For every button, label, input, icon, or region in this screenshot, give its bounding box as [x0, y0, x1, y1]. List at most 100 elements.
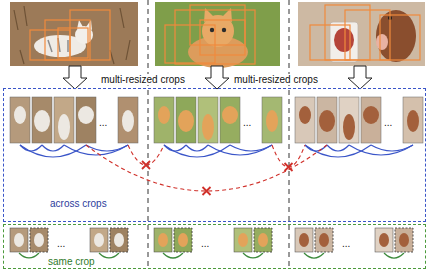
- crop-subject: [407, 110, 419, 132]
- divider-line: [289, 0, 290, 270]
- same-crop-arc: [304, 253, 324, 258]
- cross-mark: [142, 161, 150, 169]
- crop-box: [165, 25, 215, 63]
- crop-subject: [319, 110, 335, 132]
- ellipsis: ...: [200, 233, 210, 251]
- across-crop-arc: [20, 145, 42, 151]
- cup: [330, 22, 358, 62]
- crop-subject: [94, 233, 104, 247]
- squirrel-paw: [376, 34, 388, 50]
- crop-image: [32, 97, 52, 143]
- kitten-eye: [210, 28, 214, 32]
- ellipsis: ...: [98, 112, 108, 130]
- crop-image: [317, 97, 337, 143]
- region-label: across crops: [48, 198, 109, 209]
- ellipsis: ...: [56, 233, 66, 251]
- crop-row: [10, 97, 423, 143]
- step-label: multi-resized crops: [233, 74, 319, 85]
- across-crop-arc: [230, 145, 272, 151]
- crop-box: [345, 10, 390, 60]
- crop-image: [118, 97, 138, 143]
- crop-subject: [343, 114, 355, 140]
- across-crop-arc: [42, 145, 64, 151]
- crop-subject: [178, 233, 188, 247]
- crop-image: [10, 228, 28, 252]
- crop-image: [198, 97, 218, 143]
- across-crop-arc: [208, 145, 272, 155]
- grass-texture: [14, 6, 130, 64]
- divider-line: [148, 0, 149, 270]
- crop-subject: [379, 233, 389, 247]
- crop-subject: [266, 110, 278, 132]
- crop-image: [295, 97, 315, 143]
- crop-subject: [114, 233, 124, 247]
- crop-subject: [158, 106, 170, 124]
- crop-box: [30, 30, 70, 60]
- crop-image: [10, 97, 30, 143]
- cross-mark: [203, 187, 211, 195]
- cross-mark: [285, 163, 293, 171]
- same-crop-arc: [99, 253, 119, 258]
- crop-subject: [122, 110, 134, 132]
- crop-image: [110, 228, 128, 252]
- cup-content: [334, 28, 354, 52]
- same-crop-arc: [243, 253, 263, 258]
- crop-subject: [58, 114, 70, 140]
- crop-image: [154, 228, 172, 252]
- step-label: multi-resized crops: [100, 69, 186, 87]
- down-arrow: [348, 66, 372, 89]
- crop-subject: [363, 106, 379, 124]
- step-label: multi-resized crops: [100, 74, 186, 85]
- crop-image: [339, 97, 359, 143]
- dashed-region: across crops: [3, 88, 426, 222]
- crop-image: [76, 97, 96, 143]
- crop-box: [58, 28, 88, 58]
- crop-box: [310, 25, 350, 60]
- ellipsis: ...: [98, 117, 108, 128]
- crop-image: [176, 97, 196, 143]
- ellipsis: ...: [242, 117, 252, 128]
- same-crop-arc: [384, 253, 404, 258]
- crop-subject: [319, 233, 329, 247]
- crop-subject: [34, 110, 50, 132]
- region-label: same crop: [46, 256, 97, 267]
- across-crop-arc: [371, 145, 413, 151]
- crop-image: [220, 97, 240, 143]
- ellipsis: ...: [200, 238, 210, 249]
- crop-subject: [158, 233, 168, 247]
- across-crop-arc: [349, 145, 413, 155]
- crop-image: [154, 97, 174, 143]
- down-arrow: [63, 66, 87, 89]
- negative-pair-curve: [86, 145, 327, 191]
- crop-subject: [178, 110, 194, 132]
- photo-background: [298, 2, 425, 66]
- crop-image: [315, 228, 333, 252]
- crop-subject: [14, 106, 26, 124]
- crop-box: [45, 20, 90, 60]
- negative-pair-curve: [272, 145, 305, 167]
- ellipsis: ...: [341, 233, 351, 251]
- ellipsis: ...: [383, 117, 393, 128]
- crop-image: [403, 97, 423, 143]
- same-crop-arc: [19, 253, 39, 258]
- same-crop-arc: [163, 253, 183, 258]
- crop-image: [234, 228, 252, 252]
- across-crop-arc: [64, 145, 128, 155]
- crop-image: [254, 228, 272, 252]
- ellipsis: ...: [242, 112, 252, 130]
- negative-pair-curve: [128, 145, 164, 165]
- crop-subject: [299, 106, 311, 124]
- crop-image: [30, 228, 48, 252]
- crop-subject: [222, 106, 238, 124]
- across-crop-arc: [186, 145, 208, 151]
- crop-image: [361, 97, 381, 143]
- crop-subject: [258, 233, 268, 247]
- crop-subject: [299, 233, 309, 247]
- across-crop-arc: [305, 145, 327, 151]
- photo-background: [10, 2, 138, 66]
- ellipsis: ...: [341, 238, 351, 249]
- step-label: multi-resized crops: [233, 69, 319, 87]
- crop-subject: [399, 233, 409, 247]
